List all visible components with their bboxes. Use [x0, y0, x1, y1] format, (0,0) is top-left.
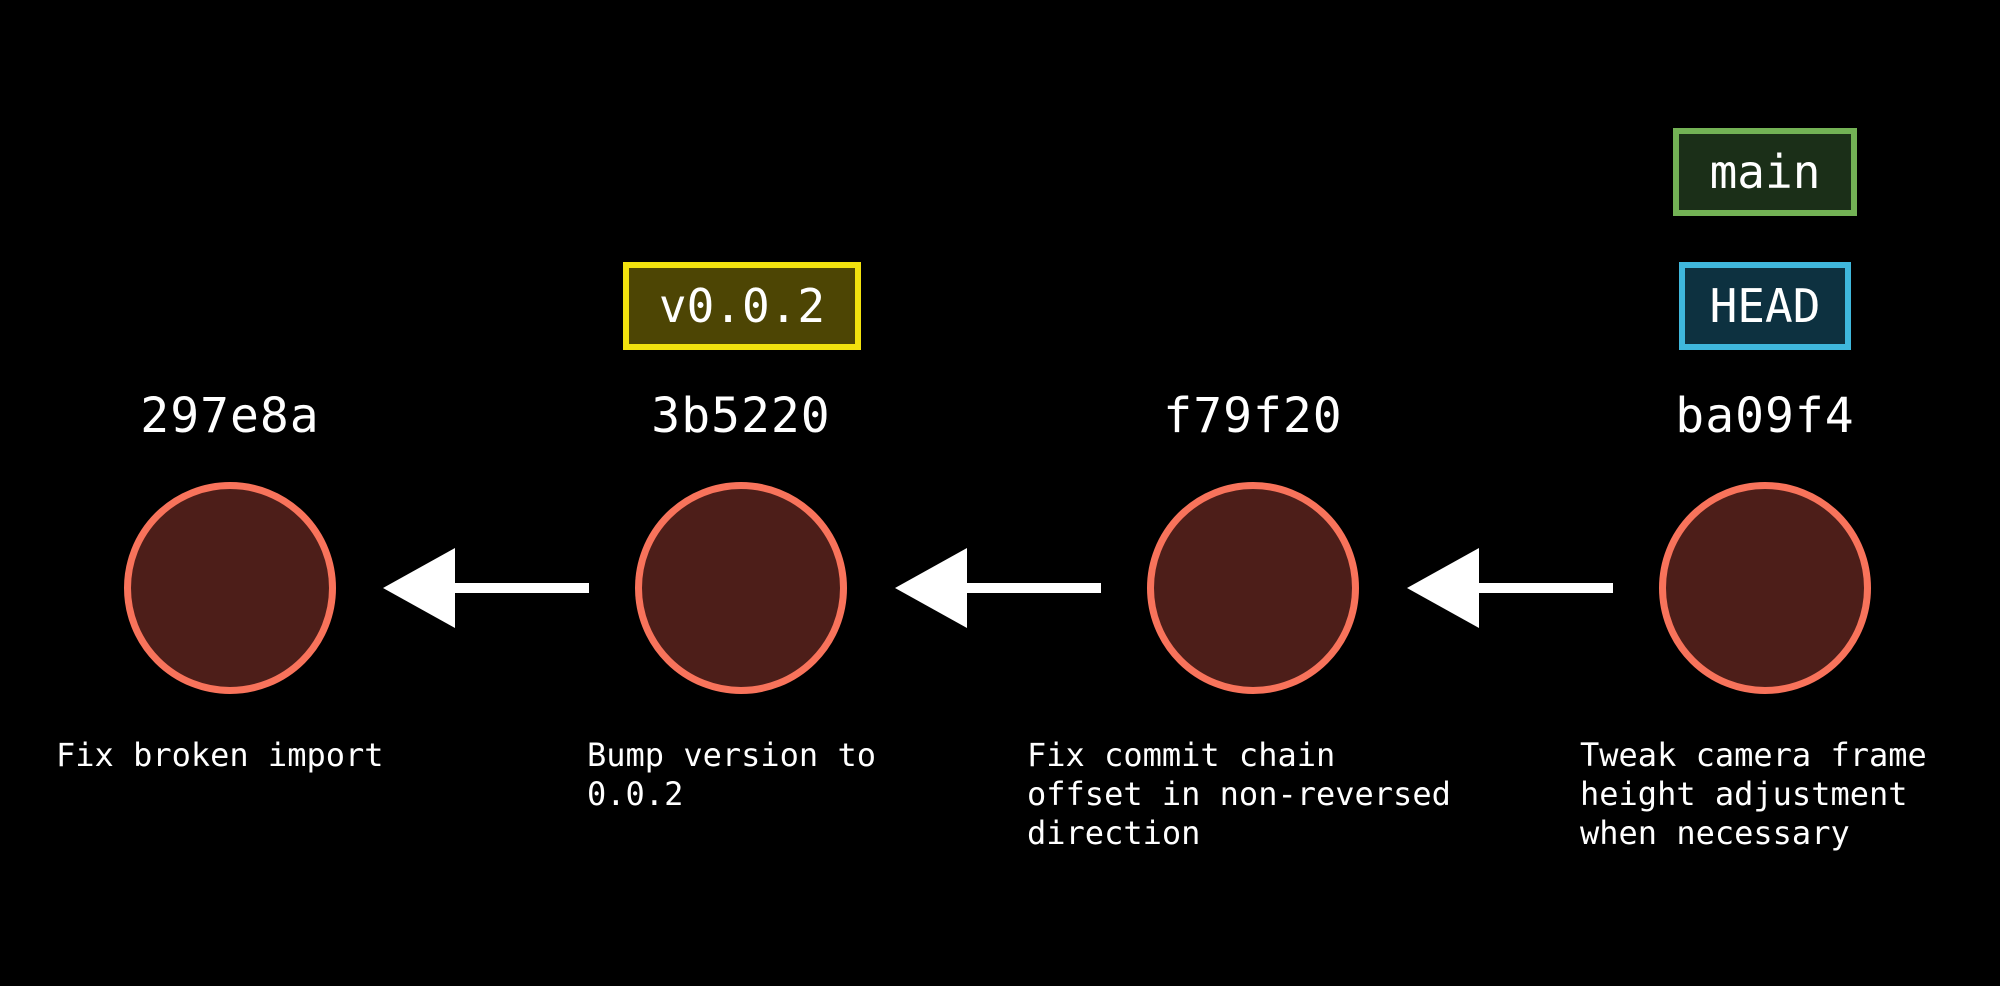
head-label: HEAD	[1679, 262, 1851, 350]
commit-hash: ba09f4	[1675, 388, 1855, 444]
tag-label: v0.0.2	[623, 262, 861, 350]
commit-node	[124, 482, 336, 694]
commit-node	[1659, 482, 1871, 694]
parent-arrow-left-icon	[895, 548, 1101, 628]
commit-node	[1147, 482, 1359, 694]
commit-node	[635, 482, 847, 694]
parent-arrow-left-icon	[383, 548, 589, 628]
commit-message: Bump version to 0.0.2	[587, 736, 876, 813]
commit-hash: 3b5220	[651, 388, 831, 444]
commit-message: Fix commit chain offset in non-reversed …	[1027, 736, 1451, 852]
branch-label: main	[1673, 128, 1857, 216]
commit-hash: 297e8a	[140, 388, 320, 444]
commit-message: Tweak camera frame height adjustment whe…	[1580, 736, 1927, 852]
parent-arrow-left-icon	[1407, 548, 1613, 628]
commit-message: Fix broken import	[56, 736, 384, 774]
commit-hash: f79f20	[1163, 388, 1343, 444]
